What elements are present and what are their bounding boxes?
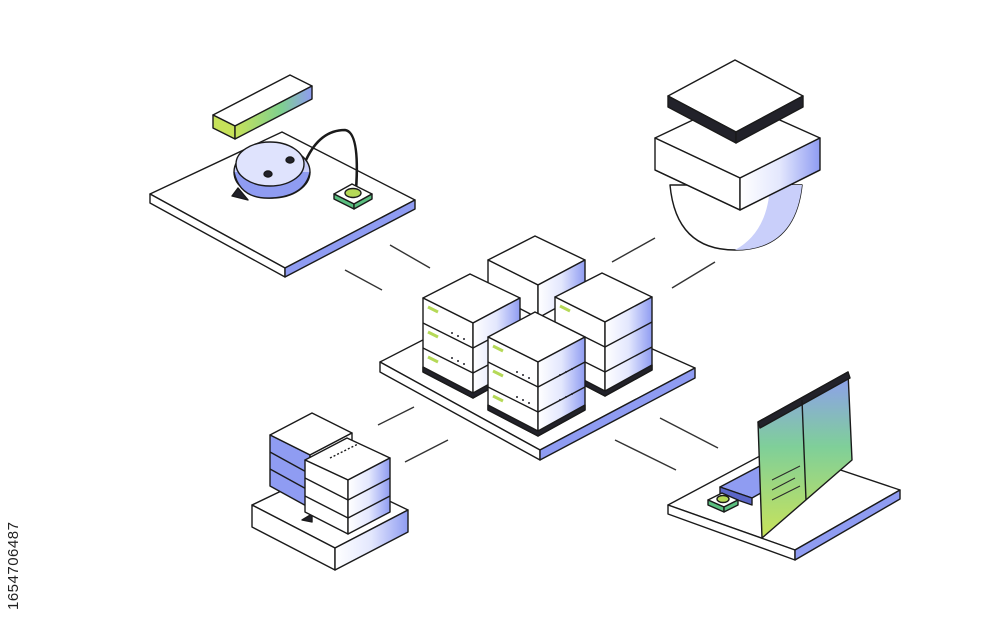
server-unit-back	[487, 235, 586, 319]
laptop-icon	[667, 371, 901, 561]
image-id-text: 1654706487	[5, 521, 22, 610]
network-connectors	[344, 237, 719, 471]
server-cluster-icon	[379, 235, 696, 461]
image-id-watermark: 1654706487	[4, 380, 28, 610]
server-unit-front	[487, 311, 586, 437]
robot-vacuum-icon	[149, 74, 416, 278]
drive-right	[304, 437, 391, 535]
server-vents	[451, 332, 573, 404]
security-camera-icon	[654, 59, 821, 251]
server-stack-icon	[251, 412, 409, 571]
